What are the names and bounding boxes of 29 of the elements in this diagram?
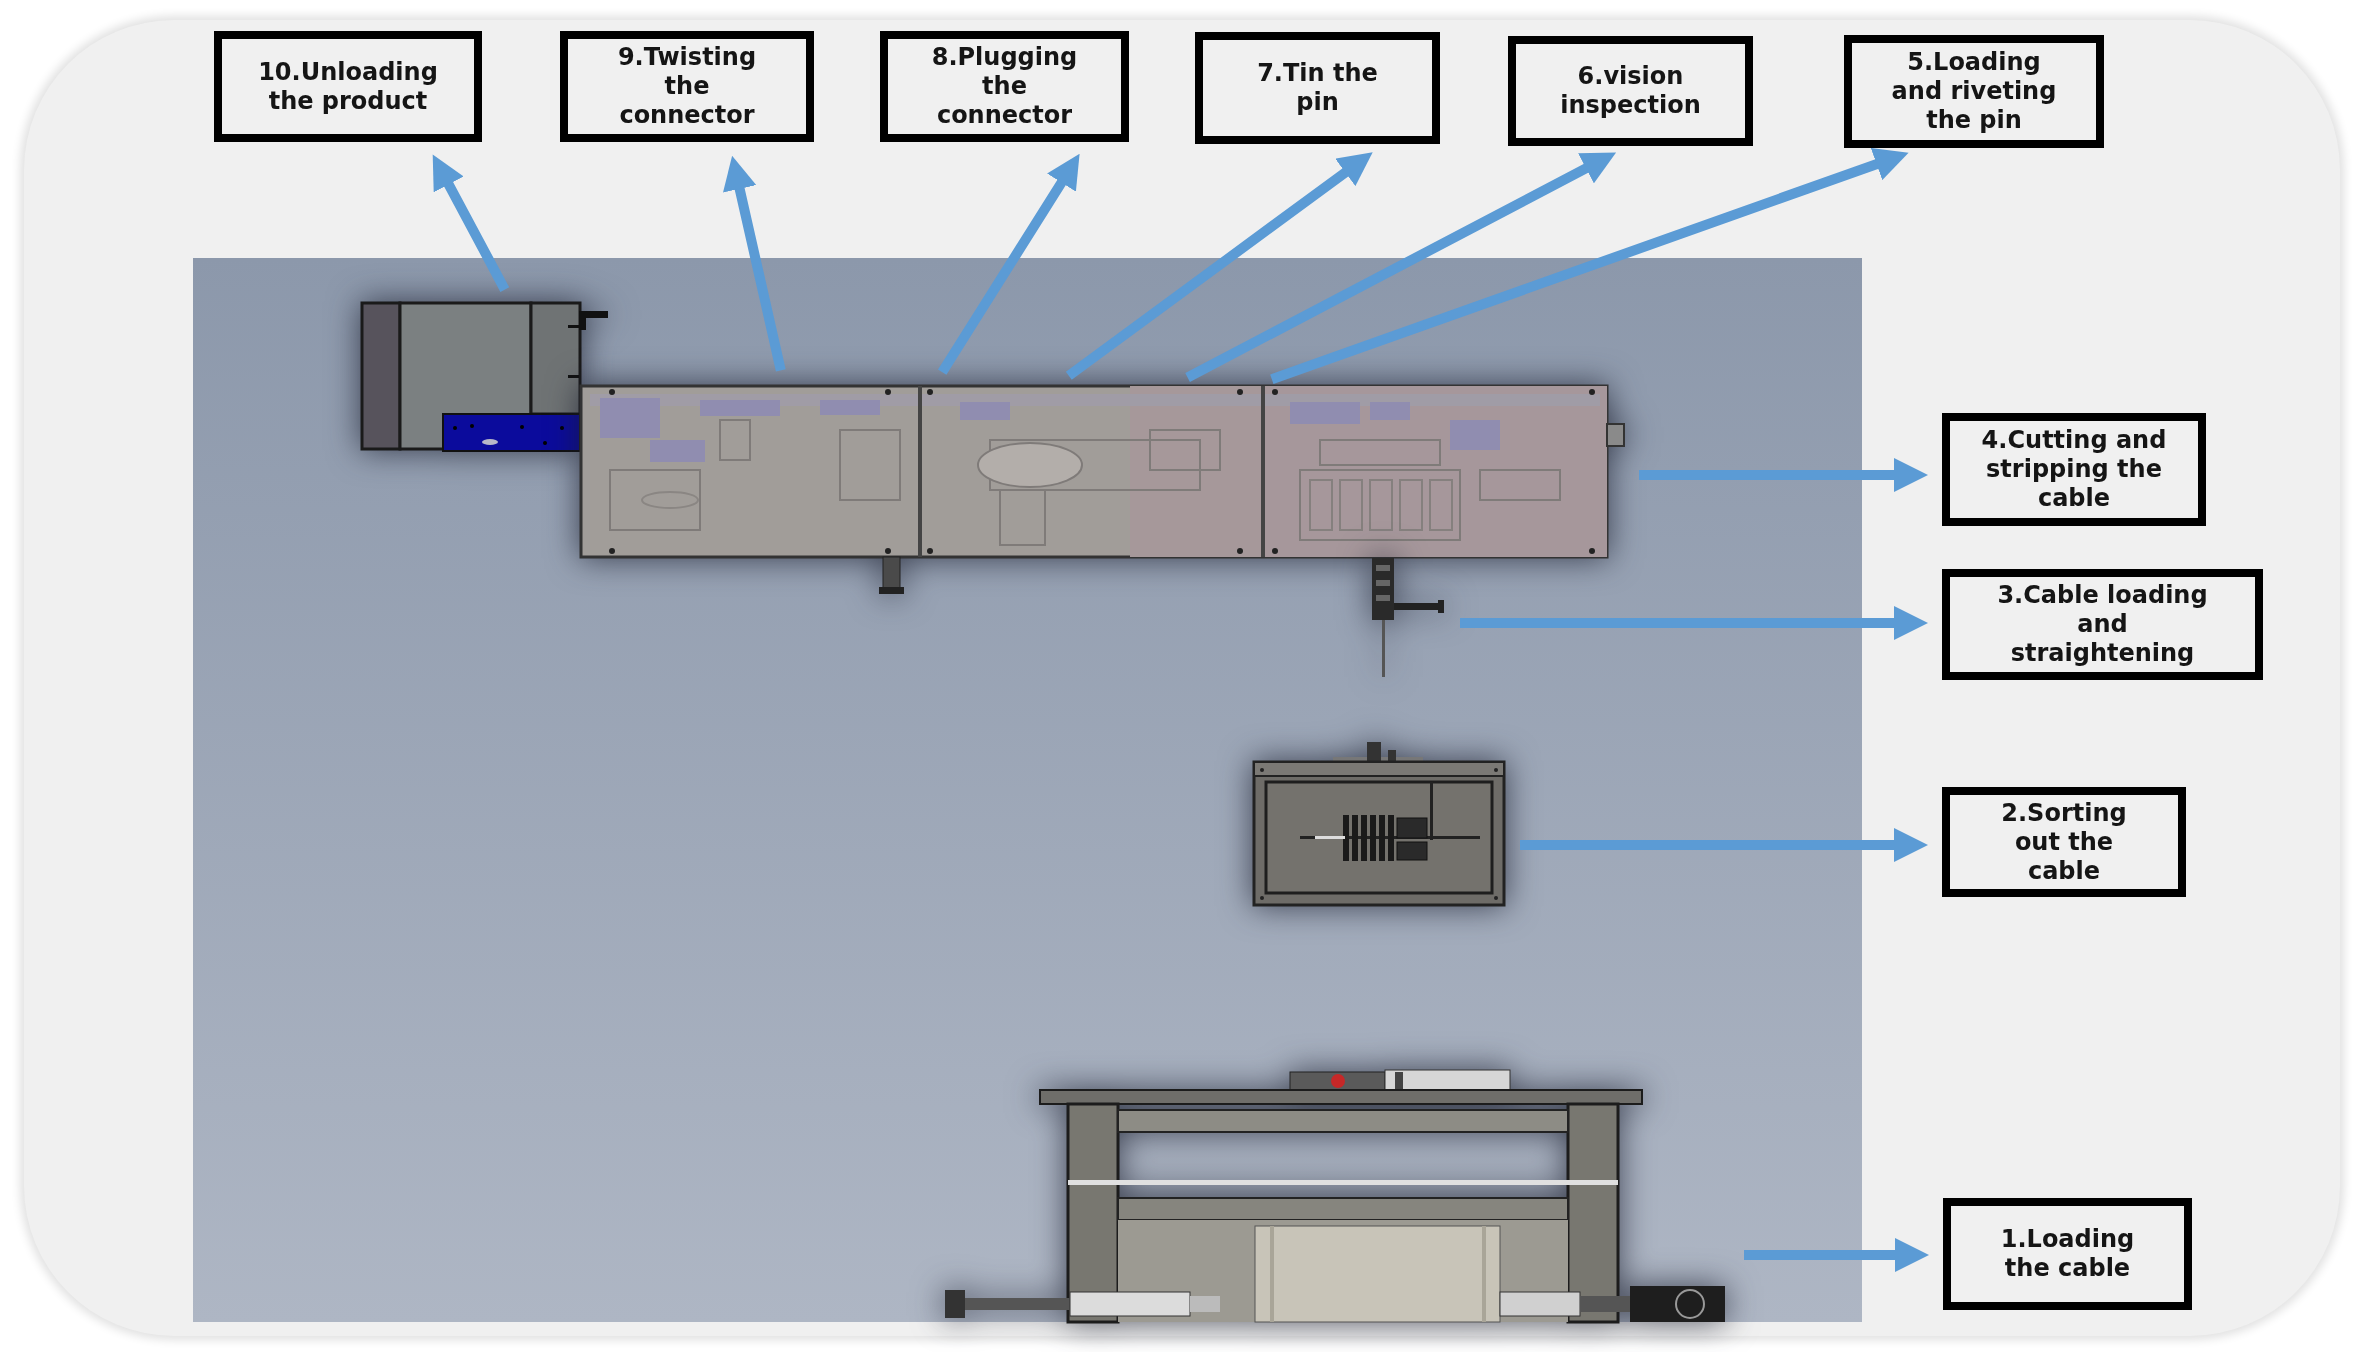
callout-box <box>560 31 814 142</box>
step-label: 4.Cutting and stripping the cable <box>1980 426 2168 513</box>
arrow <box>1639 458 1928 492</box>
step-label: 9.Twisting the connector <box>616 43 758 130</box>
arrow <box>1520 828 1928 862</box>
callout-box <box>1844 35 2104 148</box>
step-label: 1.Loading the cable <box>1999 1225 2136 1283</box>
step-label: 2.Sorting out the cable <box>2000 798 2128 886</box>
step-label: 6.vision inspection <box>1559 62 1702 120</box>
step-label: 10.Unloading the product <box>257 57 439 116</box>
callout-box <box>1942 787 2186 897</box>
step-label: 7.Tin the pin <box>1256 59 1379 117</box>
step-label: 5.Loading and riveting the pin <box>1890 48 2058 135</box>
callout-box <box>214 31 482 142</box>
arrow <box>1460 606 1928 640</box>
callout-box <box>880 31 1129 142</box>
sorting-unit-drawing <box>1252 740 1506 907</box>
callout-box <box>1943 1198 2192 1310</box>
callout-box <box>1942 569 2263 680</box>
callout-box <box>1195 32 1440 144</box>
step-label: 3.Cable loading and straightening <box>1996 581 2209 668</box>
step-label: 8.Plugging the connector <box>930 43 1079 130</box>
processing-machine-drawing <box>580 384 1625 595</box>
arrow <box>1744 1238 1929 1272</box>
arrow <box>723 154 786 372</box>
callout-box <box>1942 413 2206 526</box>
arrow <box>1270 148 1911 384</box>
callout-box <box>1508 36 1753 146</box>
unloading-unit-drawing <box>362 302 610 452</box>
